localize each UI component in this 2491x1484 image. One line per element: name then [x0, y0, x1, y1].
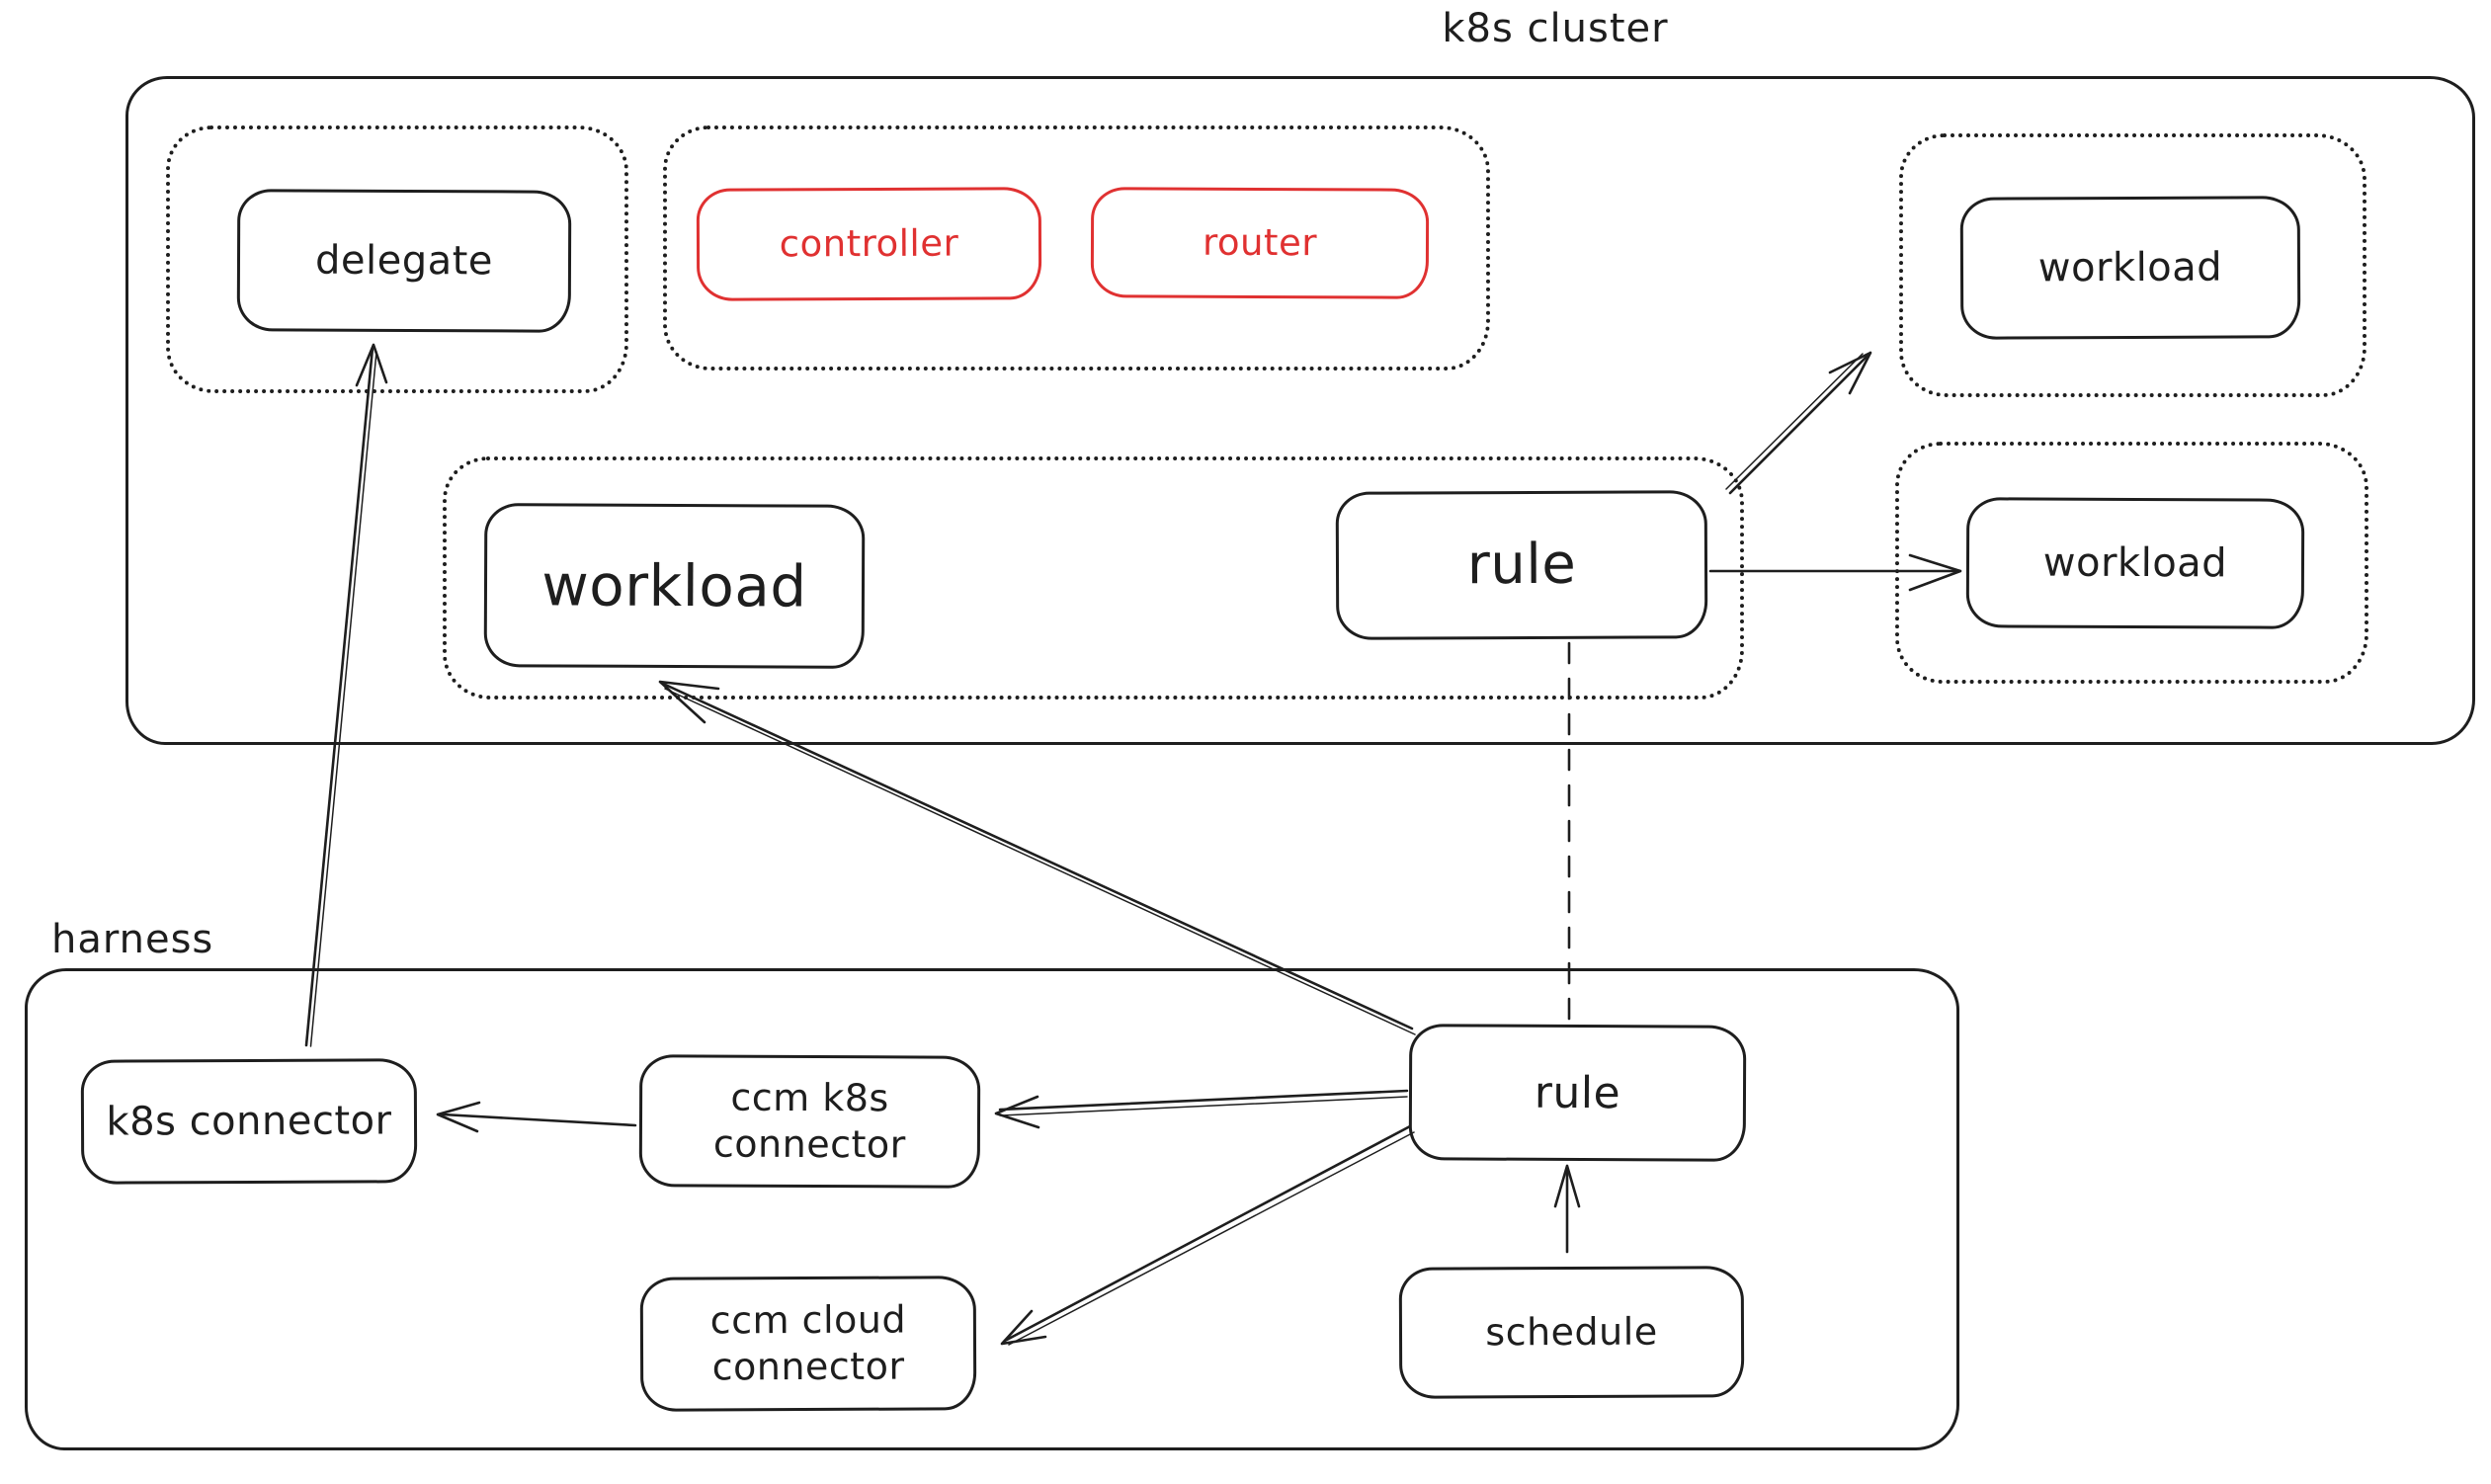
ccm-cloud-connector-node: ccm cloud connector [639, 1276, 977, 1412]
k8s-cluster-title: k8s cluster [1442, 6, 1669, 51]
workload-main-node: workload [483, 503, 866, 669]
ccm-cloud-connector-label: ccm cloud connector [709, 1297, 907, 1389]
router-label: router [1202, 220, 1318, 265]
k8s-connector-label: k8s connector [106, 1098, 392, 1145]
schedule-label: schedule [1485, 1309, 1658, 1355]
rule-top-label: rule [1466, 532, 1577, 598]
workload-top-node: workload [1959, 196, 2301, 340]
router-node: router [1090, 187, 1430, 299]
workload-side-node: workload [1965, 497, 2305, 629]
workload-top-label: workload [2037, 244, 2223, 291]
harness-title: harness [51, 917, 214, 962]
workload-top-group [1899, 133, 2366, 397]
k8s-connector-node: k8s connector [80, 1058, 418, 1185]
delegate-group [166, 125, 628, 393]
rule-bottom-node: rule [1408, 1024, 1747, 1162]
delegate-node: delegate [236, 189, 572, 333]
workload-main-label: workload [541, 551, 807, 620]
rule-bottom-label: rule [1534, 1067, 1621, 1118]
workload-side-group [1895, 442, 2368, 684]
rule-top-node: rule [1335, 490, 1708, 640]
schedule-node: schedule [1398, 1266, 1745, 1399]
delegate-label: delegate [314, 237, 494, 285]
workload-side-label: workload [2042, 539, 2228, 587]
controller-router-group [663, 125, 1490, 371]
controller-node: controller [696, 187, 1042, 301]
ccm-k8s-connector-node: ccm k8s connector [638, 1054, 981, 1189]
controller-label: controller [779, 221, 959, 266]
ccm-k8s-connector-label: ccm k8s connector [712, 1075, 906, 1167]
